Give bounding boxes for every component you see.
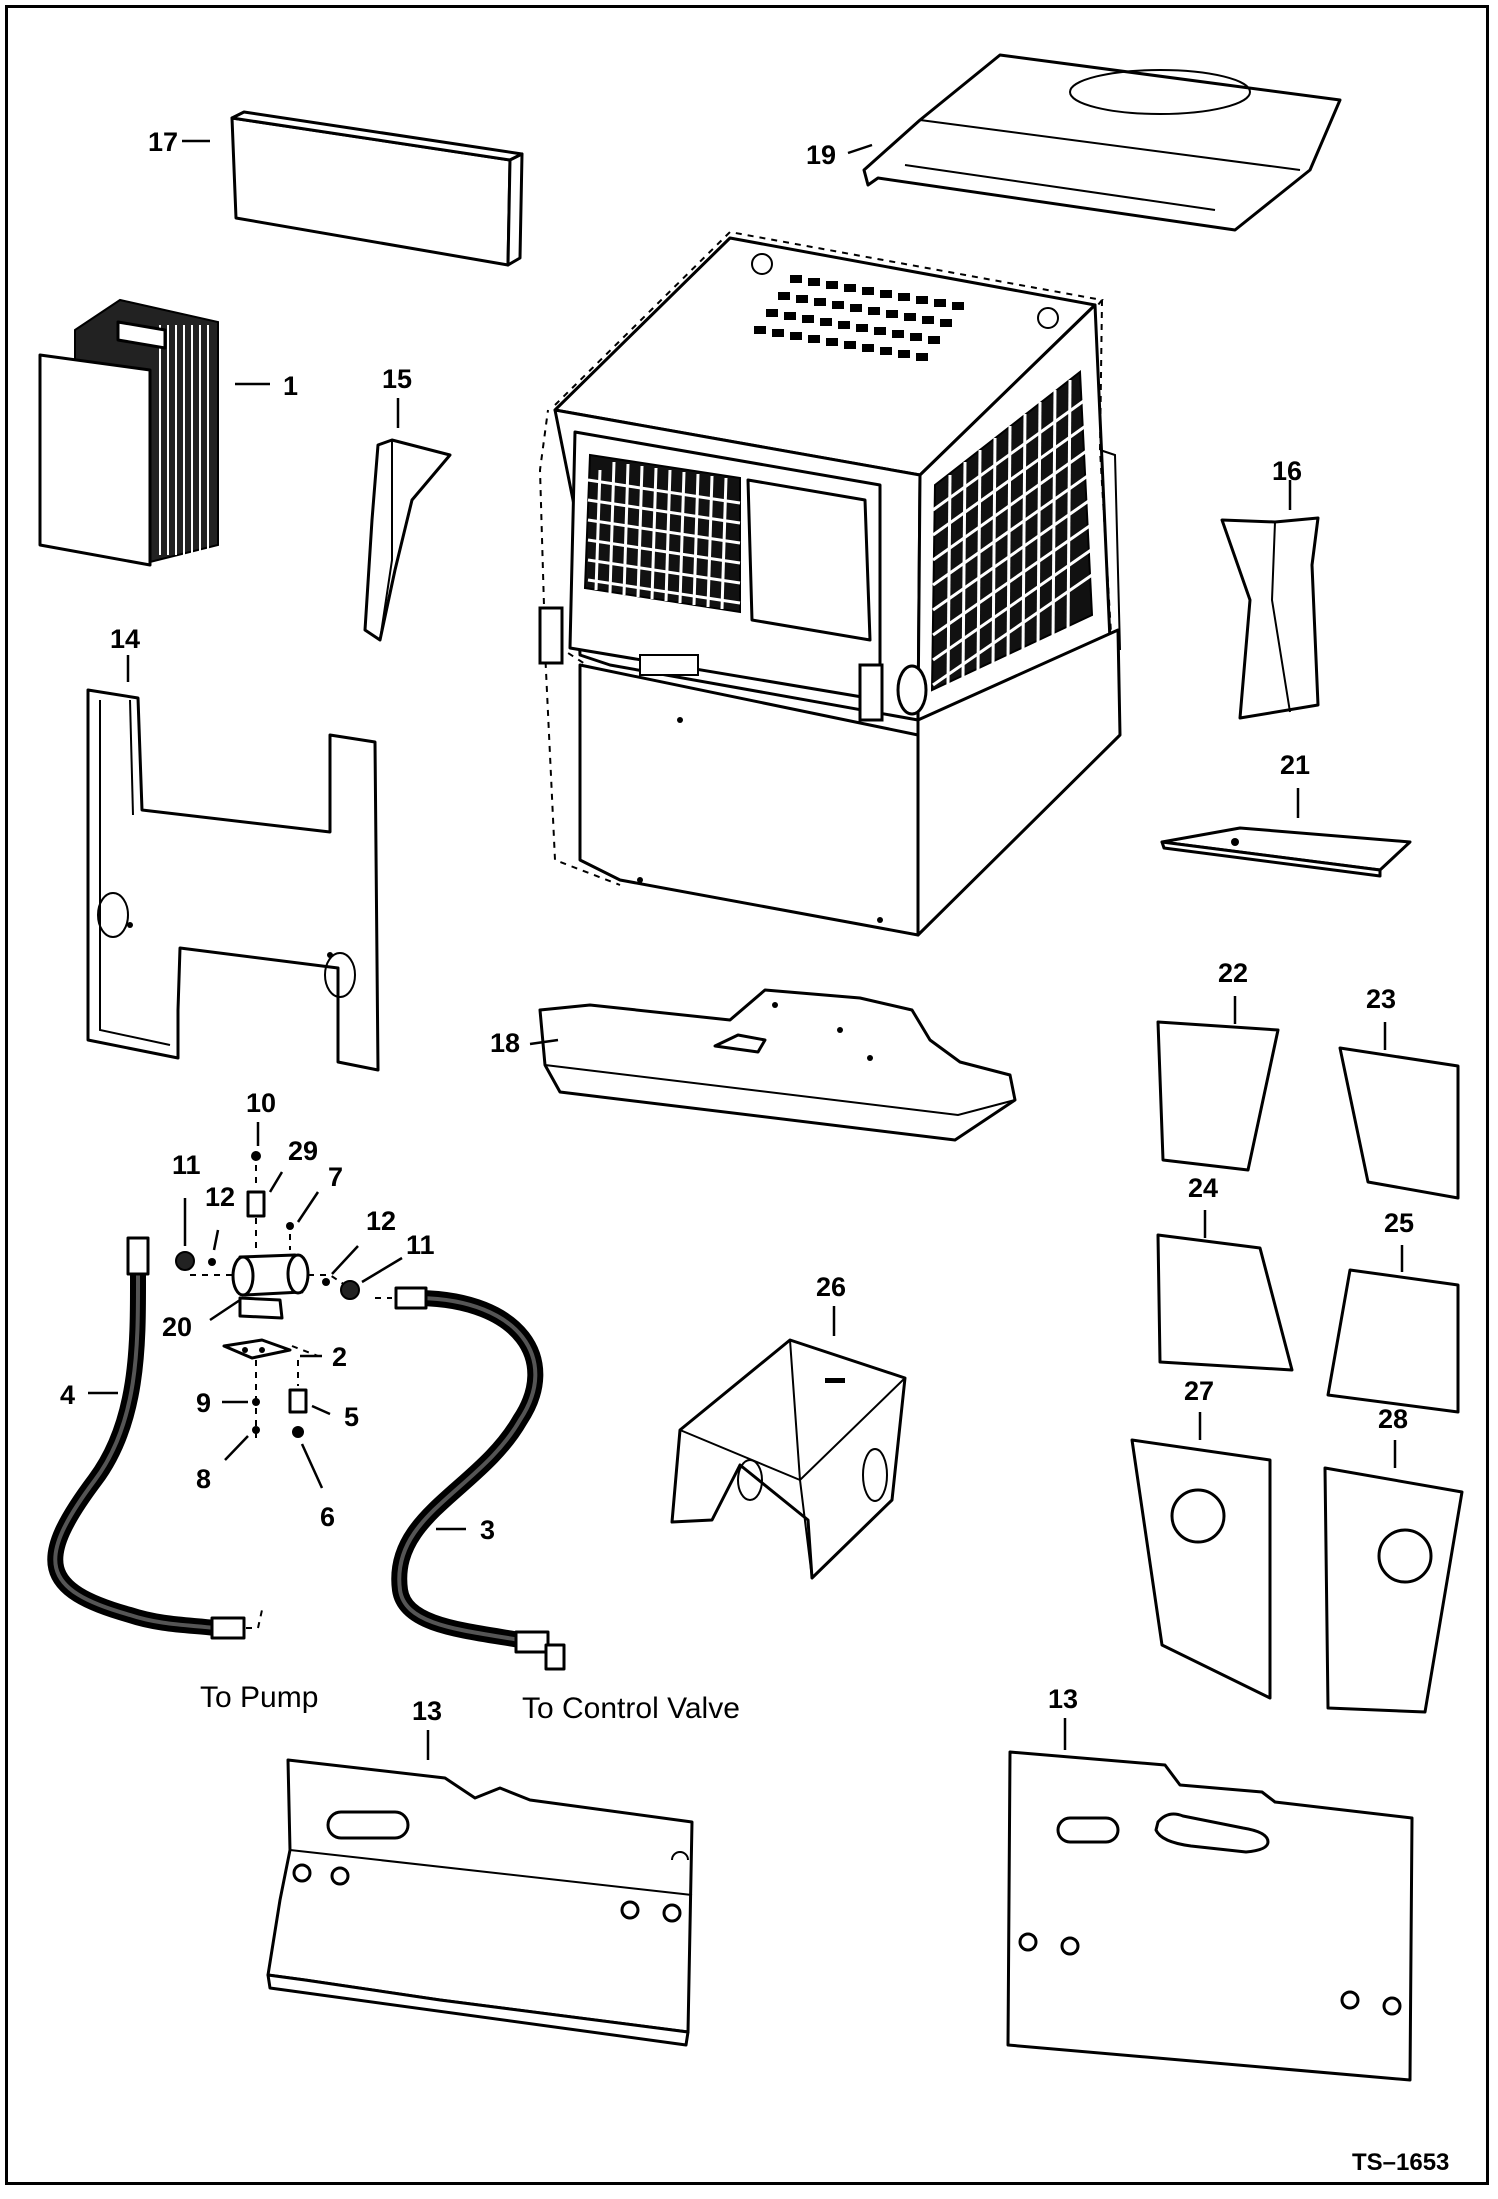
callout-25: 25 [1384, 1208, 1414, 1238]
callout-8: 8 [196, 1464, 211, 1494]
callout-9: 9 [196, 1388, 211, 1418]
part-15-corner-trim [363, 398, 452, 642]
callout-11-right: 11 [406, 1230, 435, 1260]
callout-19: 19 [806, 140, 836, 170]
part-13-right-kick-plate [1006, 1718, 1414, 2082]
callout-26: 26 [816, 1272, 846, 1302]
callout-22: 22 [1218, 958, 1248, 988]
callout-28: 28 [1378, 1404, 1408, 1434]
part-22-panel [1156, 996, 1280, 1172]
diagram-border [5, 5, 1489, 2185]
fittings-group [175, 1122, 403, 1489]
callout-3: 3 [480, 1515, 495, 1545]
callout-13-right: 13 [1048, 1684, 1078, 1714]
callout-18: 18 [490, 1028, 520, 1058]
callout-2: 2 [332, 1342, 347, 1372]
callout-10: 10 [246, 1088, 276, 1118]
callout-17: 17 [148, 127, 178, 157]
part-16-corner-trim [1220, 480, 1320, 720]
part-cab-frame [538, 230, 1122, 937]
callout-16: 16 [1272, 456, 1302, 486]
callout-15: 15 [382, 364, 412, 394]
callout-5: 5 [344, 1402, 359, 1432]
part-26-cover [670, 1306, 907, 1580]
callout-7: 7 [328, 1162, 343, 1192]
callout-12-left: 12 [205, 1182, 235, 1212]
part-23-panel [1338, 1022, 1460, 1200]
part-2-mount-plate [222, 1338, 322, 1360]
caption-to-pump: To Pump [200, 1681, 318, 1714]
part-27-panel [1130, 1412, 1272, 1700]
part-13-left-kick-plate [266, 1730, 694, 2047]
part-1-insulation-block [38, 298, 270, 567]
part-20-valve-body [190, 1253, 346, 1322]
part-25-panel [1326, 1245, 1460, 1414]
callout-27: 27 [1184, 1376, 1214, 1406]
part-28-panel [1323, 1440, 1464, 1714]
callout-1: 1 [283, 371, 298, 401]
callout-6: 6 [320, 1502, 335, 1532]
drawing-number: TS–1653 [1352, 2149, 1449, 2176]
part-19-headliner [847, 53, 1342, 232]
callout-21: 21 [1280, 750, 1310, 780]
callout-23: 23 [1366, 984, 1396, 1014]
part-3-hose [375, 1286, 566, 1671]
part-24-panel [1156, 1210, 1294, 1372]
callout-24: 24 [1188, 1173, 1218, 1203]
caption-to-control-valve: To Control Valve [522, 1692, 740, 1725]
callout-20: 20 [162, 1312, 192, 1342]
callout-11-left: 11 [172, 1150, 201, 1180]
part-21-plate [1160, 788, 1412, 878]
part-14-rear-panel [86, 655, 380, 1072]
part-17-foam-pad [182, 110, 524, 267]
part-4-hose [47, 1236, 263, 1640]
callout-12-right: 12 [366, 1206, 396, 1236]
callout-29: 29 [288, 1136, 318, 1166]
callout-13-left: 13 [412, 1696, 442, 1726]
callout-14: 14 [110, 624, 140, 654]
part-18-floor-pad [529, 988, 1017, 1142]
callout-4: 4 [60, 1380, 75, 1410]
